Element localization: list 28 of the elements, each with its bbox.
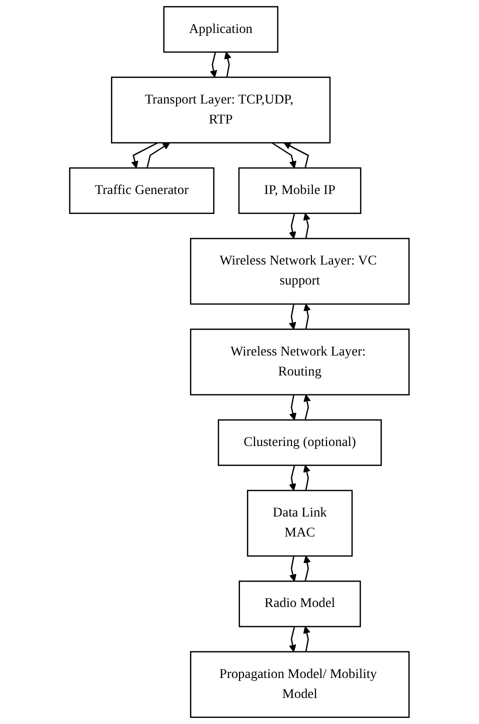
arrow: [210, 52, 218, 78]
arrow: [289, 556, 297, 582]
arrow: [131, 142, 158, 168]
node-box: Transport Layer: TCP,UDP, RTP: [111, 76, 331, 144]
arrow: [289, 626, 296, 652]
arrow: [304, 394, 311, 420]
arrow: [303, 626, 310, 652]
arrow: [303, 213, 310, 239]
node-box: Data Link MAC: [247, 490, 353, 557]
node-box: Propagation Model/ Mobility Model: [190, 651, 410, 718]
arrow: [303, 464, 310, 491]
arrow: [304, 304, 311, 330]
arrow: [146, 142, 170, 168]
arrow: [289, 394, 297, 420]
arrow: [224, 52, 232, 78]
arrow: [289, 465, 296, 491]
node-box: IP, Mobile IP: [238, 167, 362, 214]
node-box: Clustering (optional): [218, 419, 382, 466]
node-box: Traffic Generator: [69, 167, 215, 214]
arrow: [272, 142, 297, 168]
arrow: [284, 142, 310, 168]
node-box: Radio Model: [238, 580, 362, 628]
arrow: [304, 556, 311, 582]
node-box: Wireless Network Layer: Routing: [190, 328, 410, 396]
node-box: Wireless Network Layer: VC support: [190, 238, 410, 305]
arrow: [289, 304, 296, 330]
arrow: [289, 213, 296, 239]
node-box: Application: [163, 6, 278, 53]
